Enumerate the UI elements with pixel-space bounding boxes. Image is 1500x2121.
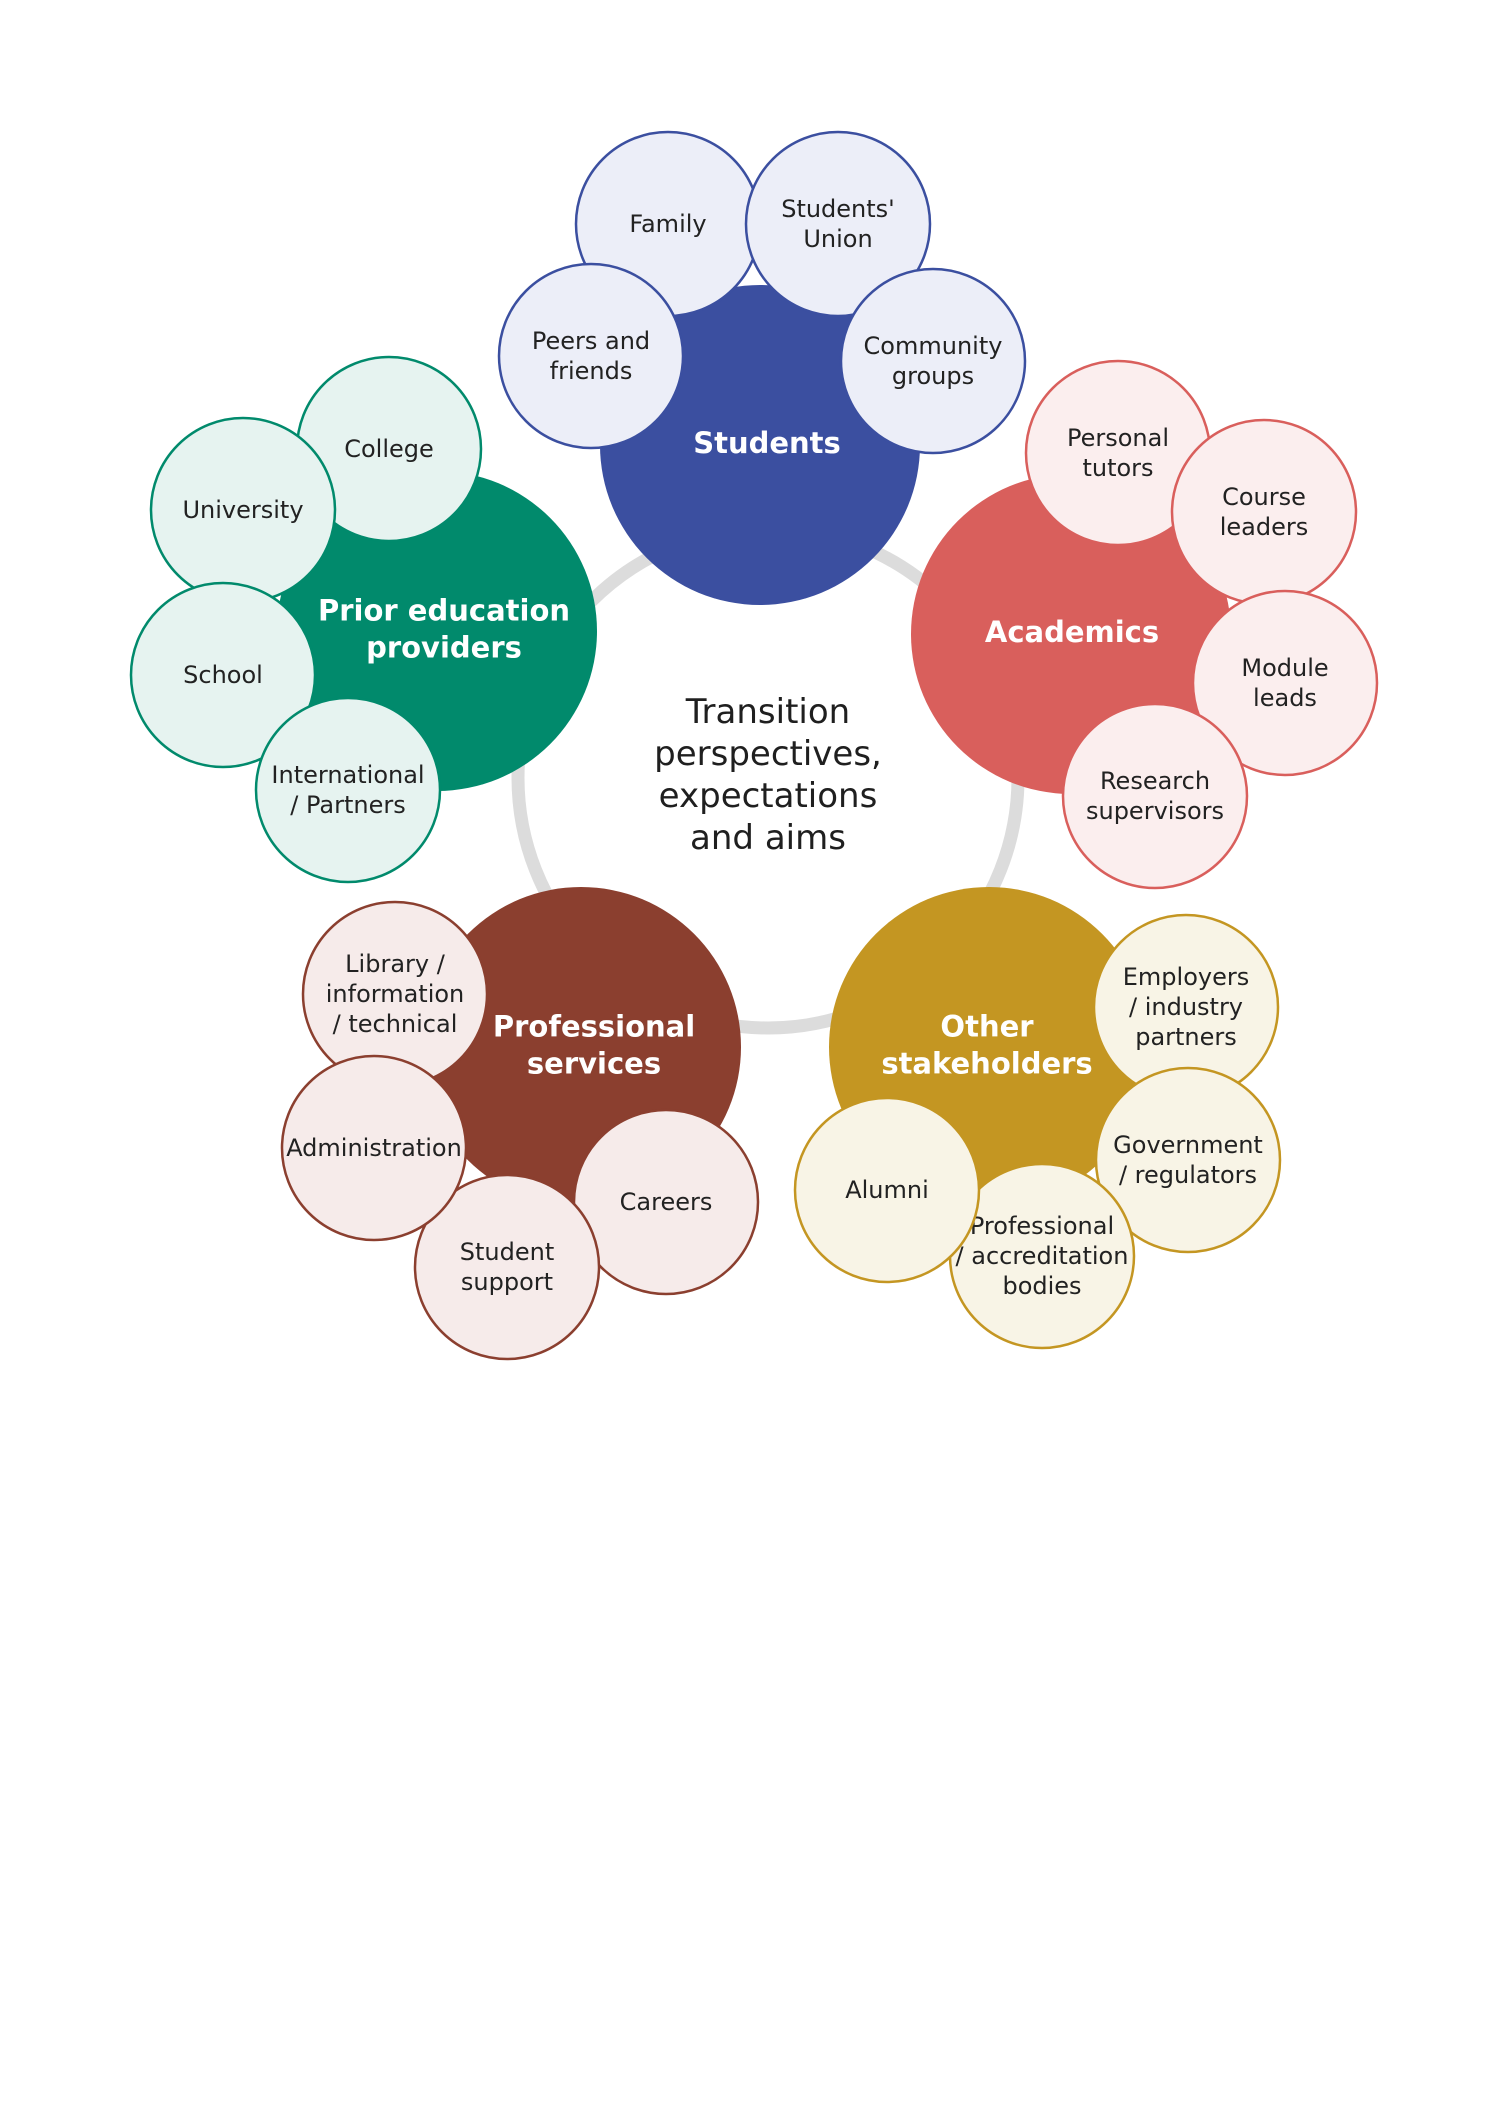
label-line: expectations xyxy=(659,776,878,816)
satellite-government-circle xyxy=(1094,1066,1282,1254)
academics-label: Academics xyxy=(985,615,1159,649)
label-line: Government xyxy=(1113,1131,1263,1159)
satellite-students-union-label: Students'Union xyxy=(781,195,895,253)
label-line: Community xyxy=(864,332,1003,360)
satellite-library-label: Library /information/ technical xyxy=(326,950,465,1038)
satellite-community-groups-circle xyxy=(839,267,1027,455)
satellite-peers-and-friends-circle xyxy=(497,262,685,450)
label-line: Students' xyxy=(781,195,895,223)
students-label: Students xyxy=(693,426,841,460)
label-line: / technical xyxy=(333,1010,458,1038)
label-line: Peers and xyxy=(532,327,650,355)
satellite-module-leads-circle xyxy=(1191,589,1379,777)
label-line: supervisors xyxy=(1086,797,1224,825)
satellite-college-label: College xyxy=(344,435,434,463)
label-line: Module xyxy=(1241,654,1328,682)
satellite-administration-circle xyxy=(280,1054,468,1242)
label-line: Students xyxy=(693,426,841,460)
label-line: Employers xyxy=(1123,963,1249,991)
label-line: Professional xyxy=(493,1010,695,1044)
label-line: / accreditation xyxy=(956,1242,1129,1270)
label-line: and aims xyxy=(690,818,846,858)
label-line: support xyxy=(461,1268,553,1296)
satellite-careers-circle xyxy=(572,1108,760,1296)
satellite-administration-label: Administration xyxy=(286,1134,462,1162)
label-line: Family xyxy=(629,210,706,238)
label-line: Personal xyxy=(1067,424,1169,452)
label-line: Academics xyxy=(985,615,1159,649)
label-line: Alumni xyxy=(845,1176,929,1204)
label-line: Administration xyxy=(286,1134,462,1162)
label-line: perspectives, xyxy=(654,734,882,774)
satellite-careers-label: Careers xyxy=(620,1188,713,1216)
satellite-government-label: Government/ regulators xyxy=(1113,1131,1263,1189)
label-line: Research xyxy=(1100,767,1210,795)
label-line: bodies xyxy=(1002,1272,1081,1300)
label-line: Library / xyxy=(345,950,446,978)
label-line: College xyxy=(344,435,434,463)
satellite-family-label: Family xyxy=(629,210,706,238)
label-line: leads xyxy=(1253,684,1317,712)
satellite-students-union-circle xyxy=(744,130,932,318)
label-line: Union xyxy=(803,225,872,253)
label-line: Careers xyxy=(620,1188,713,1216)
label-line: information xyxy=(326,980,465,1008)
group-professional-services: Library /information/ technicalCareersSt… xyxy=(280,887,760,1361)
label-line: providers xyxy=(366,631,522,665)
label-line: University xyxy=(182,496,303,524)
label-line: Course xyxy=(1222,483,1306,511)
label-line: / industry xyxy=(1129,993,1243,1021)
label-line: friends xyxy=(550,357,633,385)
label-line: School xyxy=(183,661,263,689)
label-line: Professional xyxy=(970,1212,1114,1240)
label-line: International xyxy=(271,761,424,789)
satellite-alumni-label: Alumni xyxy=(845,1176,929,1204)
satellite-course-leaders-circle xyxy=(1170,418,1358,606)
label-line: Prior education xyxy=(318,594,570,628)
label-line: / regulators xyxy=(1119,1161,1257,1189)
satellite-international-partners-circle xyxy=(254,696,442,884)
label-line: groups xyxy=(892,362,974,390)
label-line: leaders xyxy=(1220,513,1309,541)
label-line: Other xyxy=(940,1010,1034,1044)
satellite-school-label: School xyxy=(183,661,263,689)
satellite-research-supervisors-circle xyxy=(1061,702,1249,890)
satellite-school-circle xyxy=(129,581,317,769)
label-line: / Partners xyxy=(290,791,405,819)
label-line: tutors xyxy=(1082,454,1153,482)
label-line: stakeholders xyxy=(881,1047,1092,1081)
satellite-international-partners-label: International/ Partners xyxy=(271,761,424,819)
satellite-university-label: University xyxy=(182,496,303,524)
label-line: services xyxy=(527,1047,661,1081)
satellite-student-support-circle xyxy=(413,1173,601,1361)
label-line: partners xyxy=(1135,1023,1237,1051)
label-line: Transition xyxy=(685,692,850,732)
label-line: Student xyxy=(460,1238,554,1266)
satellite-alumni-circle xyxy=(793,1096,981,1284)
